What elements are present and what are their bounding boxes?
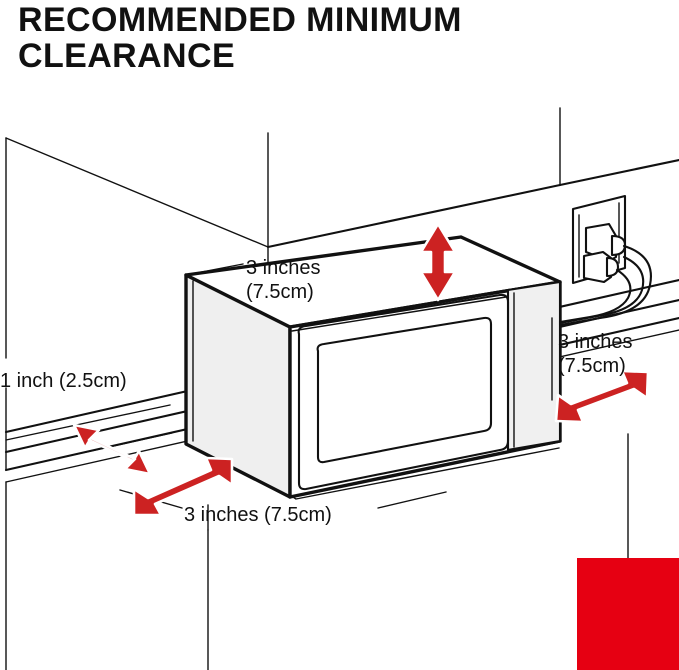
right-clearance-arrow [554,369,650,424]
front-clearance-arrow [132,456,234,517]
right-clearance-label: 3 inches (7.5cm) [558,331,633,377]
top-clearance-label: 3 inches (7.5cm) [246,257,321,303]
power-cord [558,244,652,327]
lower-cabinet [5,433,629,670]
page-title: RECOMMENDED MINIMUM CLEARANCE [18,1,462,75]
upper-cabinet [5,107,679,359]
left-clearance-arrow [72,423,152,476]
top-clearance-arrow [419,222,457,302]
red-color-swatch [577,558,679,670]
front-clearance-label: 3 inches (7.5cm) [184,504,332,526]
left-clearance-label: 1 inch (2.5cm) [0,370,127,392]
counter-surface-seam [5,404,171,441]
microwave-oven [184,235,562,500]
power-plug [582,222,627,284]
